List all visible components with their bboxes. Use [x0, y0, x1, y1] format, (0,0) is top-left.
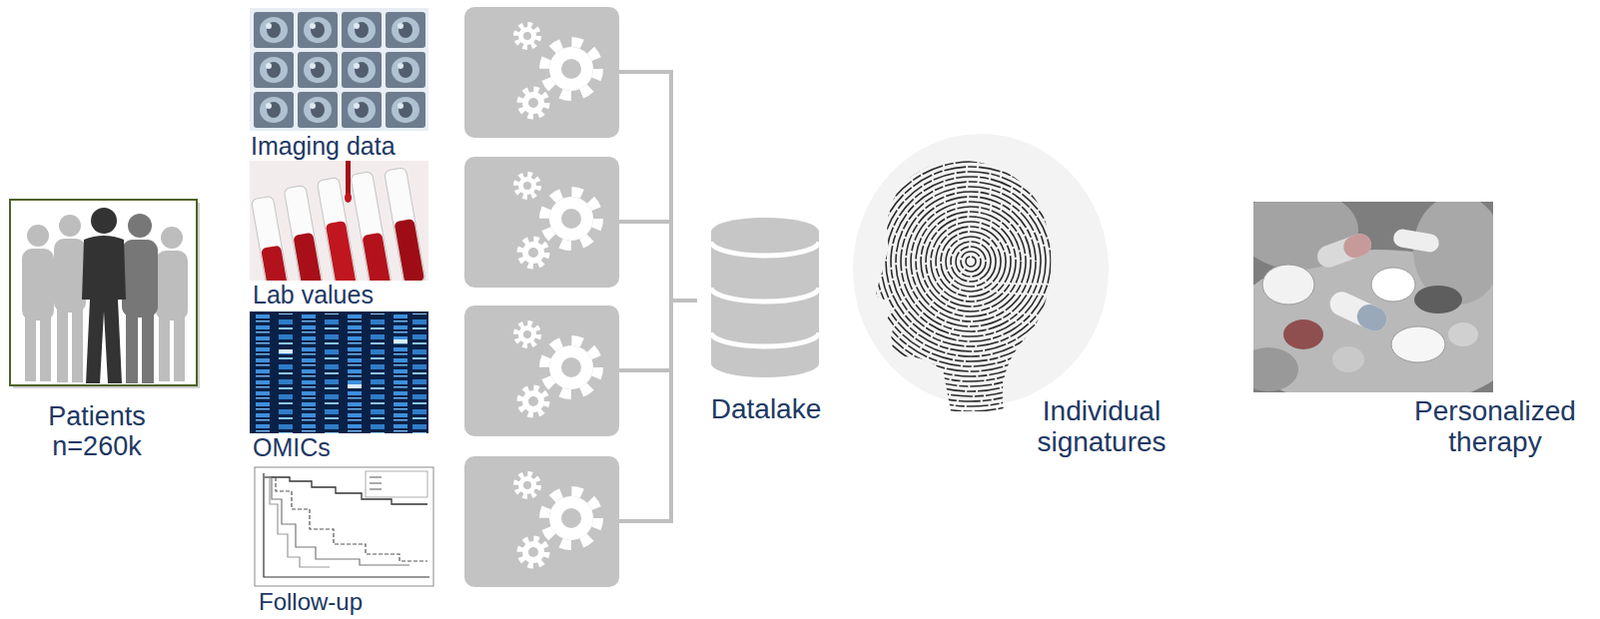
lab-tubes-picture	[249, 160, 429, 281]
survival-chart-picture	[254, 467, 434, 587]
database-cylinder	[711, 217, 819, 378]
merge-bracket	[619, 69, 698, 524]
imaging-picture	[249, 7, 429, 131]
source-label: Imaging data	[250, 131, 451, 160]
processing-gears	[464, 6, 620, 138]
signature-label: Individual signatures	[1016, 395, 1187, 459]
pills-picture	[1253, 201, 1494, 393]
source-label: Lab values	[252, 280, 453, 309]
processing-gears	[464, 156, 620, 288]
patients-picture	[9, 199, 200, 389]
population-label: Patients n=260k	[31, 401, 162, 462]
storage-label: Datalake	[666, 393, 866, 425]
source-label: Follow-up	[258, 589, 459, 617]
omics-gel-picture	[249, 311, 429, 434]
therapy-label: Personalized therapy	[1395, 395, 1596, 459]
processing-gears	[464, 456, 620, 588]
processing-gears	[464, 305, 620, 437]
source-label: OMICs	[252, 433, 453, 462]
fingerprint-head	[815, 106, 1126, 417]
